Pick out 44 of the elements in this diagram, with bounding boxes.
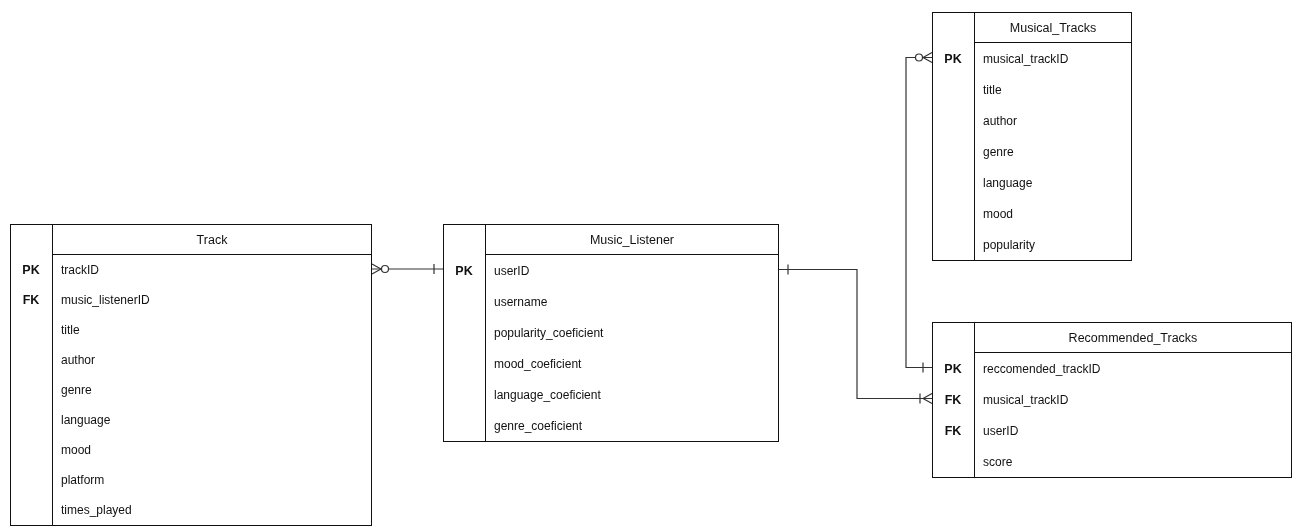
field-name: title [983, 82, 1002, 97]
key-label: PK [455, 263, 473, 278]
relationship-line [371, 263, 444, 275]
field-name: mood [61, 443, 92, 457]
field-name: language [983, 175, 1033, 190]
key-label: PK [22, 263, 40, 277]
field-name: times_played [61, 503, 132, 517]
field-name: genre [983, 144, 1014, 159]
field-name: popularity_coeficient [494, 325, 604, 340]
field-name: genre [61, 383, 92, 397]
field-name: musical_trackID [983, 51, 1069, 66]
entity-table [443, 224, 779, 442]
field-name: genre_coeficient [494, 418, 583, 433]
entity-table [932, 12, 1132, 261]
field-name: mood_coeficient [494, 356, 582, 371]
field-name: author [61, 353, 96, 367]
field-name: score [983, 454, 1013, 469]
field-name: userID [494, 263, 530, 278]
field-name: reccomended_trackID [983, 361, 1101, 376]
field-name: musical_trackID [983, 392, 1069, 407]
key-label: FK [944, 423, 962, 438]
field-name: author [983, 113, 1018, 128]
field-name: platform [61, 473, 105, 487]
entity-table [10, 224, 372, 526]
field-name: music_listenerID [61, 293, 150, 307]
entity-table [932, 322, 1292, 478]
field-name: mood [983, 206, 1014, 221]
key-label: FK [22, 293, 40, 307]
field-name: userID [983, 423, 1019, 438]
relationship-line [778, 263, 933, 405]
field-name: popularity [983, 237, 1036, 252]
table-title: Musical_Tracks [1009, 20, 1097, 35]
field-name: language [61, 413, 111, 427]
field-name: title [61, 323, 80, 337]
key-label: PK [944, 51, 962, 66]
relationship-line [905, 51, 933, 374]
field-name: trackID [61, 263, 99, 277]
field-name: username [494, 294, 548, 309]
table-title: Track [196, 232, 228, 247]
key-label: PK [944, 361, 962, 376]
key-label: FK [944, 392, 962, 407]
table-title: Recommended_Tracks [1068, 330, 1198, 345]
field-name: language_coeficient [494, 387, 601, 402]
table-title: Music_Listener [589, 232, 675, 247]
